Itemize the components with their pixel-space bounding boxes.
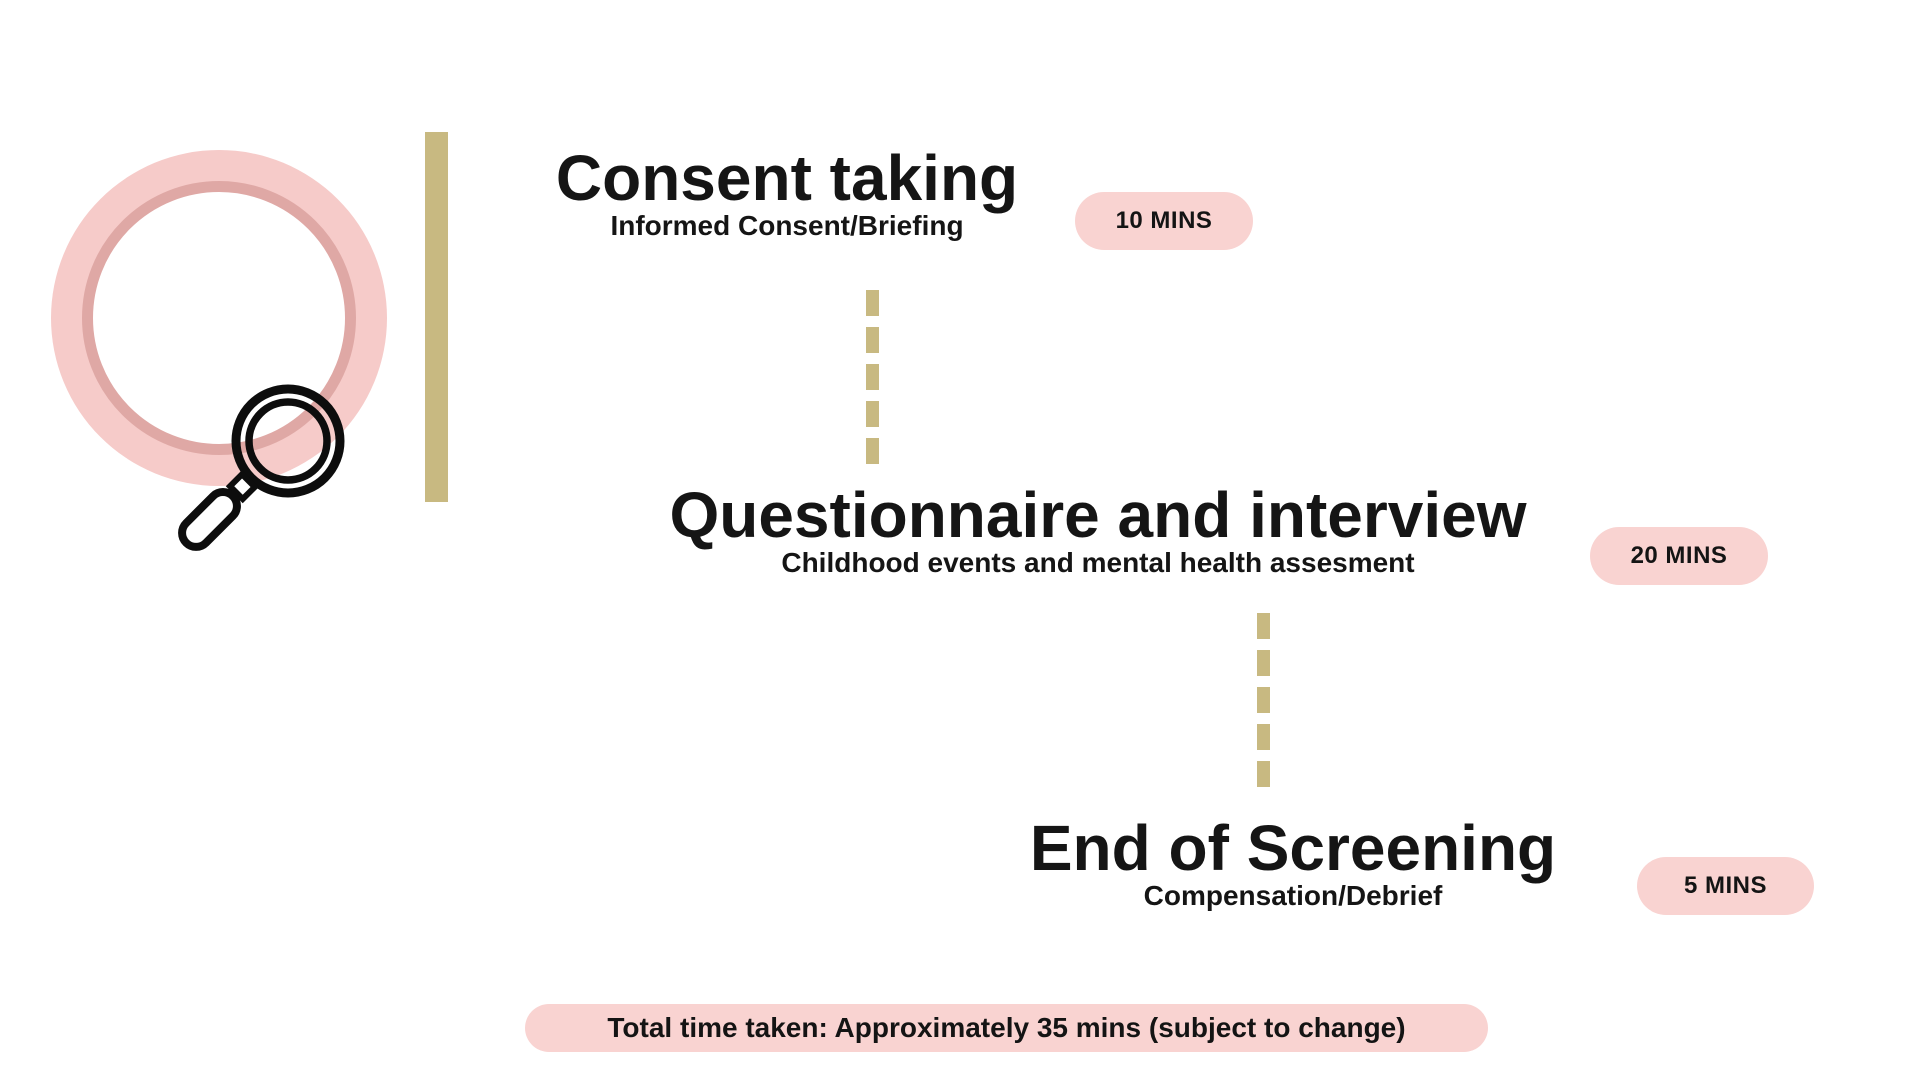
magnifier-badge-inner-ring — [82, 181, 356, 455]
magnifying-glass-icon — [178, 384, 345, 551]
dashed-connector — [866, 290, 879, 464]
step-end-of-screening: End of Screening Compensation/Debrief — [943, 813, 1643, 913]
duration-badge: 20 MINS — [1590, 527, 1768, 585]
gold-accent-bar — [425, 132, 448, 502]
magnifier-badge-circle — [51, 150, 387, 551]
step-title: Consent taking — [555, 142, 1019, 214]
step-questionnaire-interview: Questionnaire and interview Childhood ev… — [598, 480, 1598, 580]
step-subtitle: Childhood events and mental health asses… — [781, 547, 1415, 579]
duration-badge: 10 MINS — [1075, 192, 1253, 250]
step-title: Questionnaire and interview — [669, 479, 1527, 551]
duration-badge: 5 MINS — [1637, 857, 1814, 915]
dashed-connector — [1257, 613, 1270, 790]
step-title: End of Screening — [1029, 812, 1557, 884]
step-subtitle: Informed Consent/Briefing — [610, 210, 964, 242]
total-time-pill: Total time taken: Approximately 35 mins … — [525, 1004, 1488, 1052]
step-subtitle: Compensation/Debrief — [1143, 880, 1443, 912]
step-consent-taking: Consent taking Informed Consent/Briefing — [437, 143, 1137, 243]
